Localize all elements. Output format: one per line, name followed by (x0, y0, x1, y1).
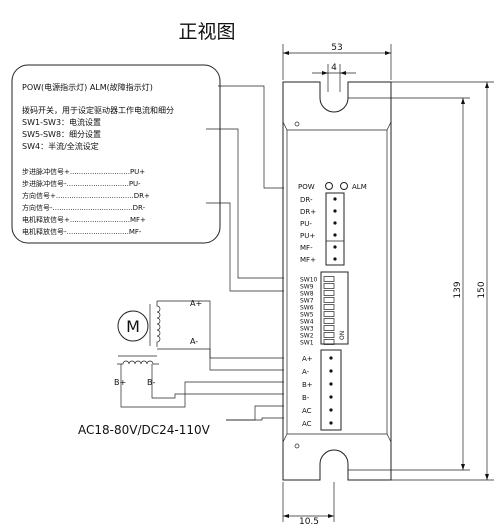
dimension-bottom: 10.5 (282, 482, 335, 527)
dip-label-sw9: SW9 (300, 284, 314, 291)
signal-mf-plus: 电机释放信号+...........................MF+ (22, 215, 146, 224)
dip-switch-slots (323, 276, 335, 345)
dip-label-sw4: SW4 (300, 319, 314, 326)
supply-wire-2 (226, 417, 284, 421)
control-terminal-block (325, 192, 345, 266)
power-terminals: A+ A- B+ B- AC AC (302, 355, 313, 428)
terminal-screw-icon (333, 233, 337, 237)
coil-b-minus-label: B- (147, 378, 155, 387)
dip-switch-sw6[interactable] (323, 304, 335, 310)
wire-b-plus (120, 364, 284, 408)
terminal-mf-plus: MF+ (300, 256, 316, 264)
terminal-screw-icon (333, 221, 337, 225)
control-terminals: DR- DR+ PU- PU+ MF- MF+ (300, 196, 316, 264)
terminal-screw-icon (333, 257, 337, 261)
terminal-screw-icon (329, 395, 333, 399)
dip-switch-sw10[interactable] (323, 276, 335, 282)
wire-b-minus (151, 364, 284, 399)
dip-switch-sw1[interactable] (323, 339, 335, 345)
signal-leader-line (206, 202, 284, 292)
sw4-description: SW4：半流/全流设定 (22, 141, 99, 151)
dip-label-sw7: SW7 (300, 298, 314, 305)
terminal-screw-icon (329, 421, 333, 425)
coil-a-minus-label: A- (190, 337, 198, 346)
dip-switch-sw5[interactable] (323, 311, 335, 317)
terminal-screw-icon (329, 382, 333, 386)
motor-icon (117, 310, 149, 342)
power-terminal-block (320, 349, 342, 431)
terminal-a-minus: A- (302, 368, 310, 376)
signal-pu-minus: 步进脉冲信号-............................PU- (22, 179, 141, 188)
power-terminal-screws (329, 356, 333, 425)
dip-switch-description: 拨码开关，用于设定驱动器工作电流和细分 (22, 105, 174, 115)
dip-label-sw6: SW6 (300, 305, 314, 312)
page-title: 正视图 (178, 21, 235, 43)
dip-label-sw2: SW2 (300, 333, 314, 340)
outer-height-value: 150 (477, 281, 487, 298)
coil-a-plus-label: A+ (190, 299, 202, 308)
terminal-screw-icon (329, 356, 333, 360)
dip-label-sw5: SW5 (300, 312, 314, 319)
terminal-ac-1: AC (302, 407, 312, 415)
control-terminal-screws (333, 197, 337, 261)
terminal-b-minus: B- (302, 394, 310, 402)
width-value: 53 (331, 43, 342, 53)
wire-a-plus (157, 300, 284, 359)
terminal-b-plus: B+ (302, 381, 313, 389)
dip-on-label: ON (339, 331, 346, 340)
dip-switch-sw2[interactable] (323, 332, 335, 338)
dip-switch-sw9[interactable] (323, 283, 335, 289)
dimension-inner-height: 139 (348, 97, 470, 471)
alm-led-icon (340, 182, 348, 190)
signal-dr-plus: 方向信号+...................................… (22, 191, 150, 200)
terminal-ac-2: AC (302, 420, 312, 428)
alm-label: ALM (352, 183, 367, 191)
terminal-a-plus: A+ (302, 355, 313, 363)
sw1-3-description: SW1-SW3：电流设置 (22, 117, 101, 127)
pow-led-icon (325, 182, 333, 190)
slot-value: 4 (331, 63, 337, 73)
wire-a-minus (157, 348, 284, 371)
led-legend-text: POW(电源指示灯) ALM(故障指示灯) (22, 82, 153, 92)
dip-switch-sw7[interactable] (323, 297, 335, 303)
dip-label-sw8: SW8 (300, 291, 314, 298)
terminal-pu-minus: PU- (300, 220, 312, 228)
signal-pu-plus: 步进脉冲信号+...........................PU+ (22, 167, 145, 176)
signal-dr-minus: 方向信号-...................................… (22, 203, 146, 212)
coil-a-icon (156, 301, 161, 347)
dimension-slot: 4 (312, 63, 356, 92)
terminal-screw-icon (333, 209, 337, 213)
inner-height-value: 139 (453, 281, 463, 298)
terminal-dr-plus: DR+ (300, 208, 316, 216)
terminal-mf-minus: MF- (300, 244, 313, 252)
dip-switch-sw3[interactable] (323, 325, 335, 331)
terminal-pu-plus: PU+ (300, 232, 315, 240)
supply-label: AC18-80V/DC24-110V (78, 423, 211, 437)
dip-switch-block (320, 271, 349, 345)
signal-mf-minus: 电机释放信号-............................MF- (22, 227, 142, 236)
pow-label: POW (298, 183, 315, 191)
coil-b-plus-label: B+ (114, 378, 126, 387)
dimension-width: 53 (282, 43, 392, 80)
dip-label-sw1: SW1 (300, 340, 314, 347)
dip-switch-sw4[interactable] (323, 318, 335, 324)
terminal-screw-icon (333, 245, 337, 249)
dip-switch-sw8[interactable] (323, 290, 335, 296)
motor-symbol: M (126, 317, 140, 336)
dip-leader-line (206, 128, 284, 279)
terminal-screw-icon (329, 369, 333, 373)
bottom-value: 10.5 (299, 517, 319, 527)
led-leader-line (218, 85, 284, 189)
terminal-dr-minus: DR- (300, 196, 313, 204)
dimension-outer-height: 150 (391, 81, 494, 481)
dip-label-sw10: SW10 (300, 277, 318, 284)
terminal-screw-icon (333, 197, 337, 201)
dip-label-sw3: SW3 (300, 326, 314, 333)
sw5-8-description: SW5-SW8：细分设置 (22, 129, 101, 139)
terminal-screw-icon (329, 408, 333, 412)
legend-box (11, 64, 221, 244)
coil-b-icon (117, 360, 159, 365)
